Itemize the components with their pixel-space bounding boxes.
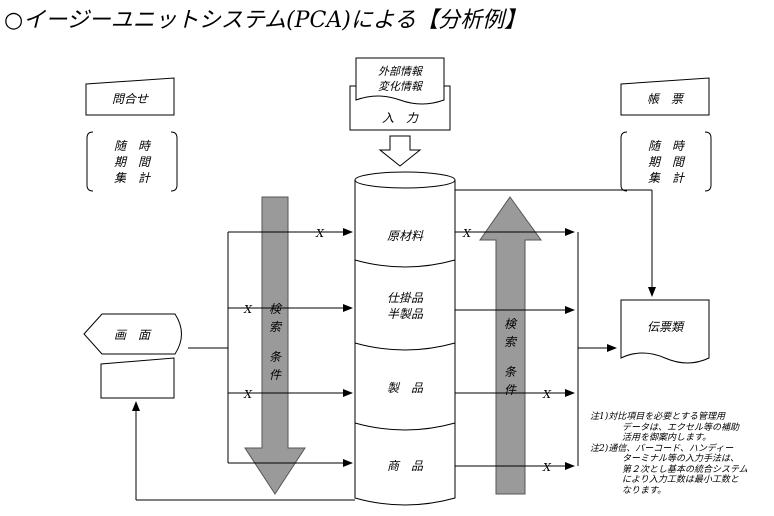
return-line <box>132 401 355 501</box>
input-label: 入 力 <box>382 111 419 125</box>
note1-line: 注1)対比項目を必要とする管理用 <box>590 412 725 422</box>
cross-mark: X <box>542 461 552 474</box>
note2-line: 注2)通信、バーコード、ハンディー <box>590 443 734 454</box>
report-label: 帳 票 <box>647 92 685 106</box>
note2-line: なります。 <box>622 485 667 496</box>
db-segment-raw-materials: 原材料 <box>387 229 424 243</box>
cross-mark: X <box>243 388 253 401</box>
search-condition-left-label: 検 索 条 件 <box>269 302 283 382</box>
db-segment-goods: 商 品 <box>387 459 424 473</box>
input-source-line1: 外部情報 <box>378 65 424 78</box>
inquiry-bracket-group: 随 時 期 間 集 計 <box>86 131 178 192</box>
report-bracket-group: 随 時 期 間 集 計 <box>620 131 712 192</box>
note2-line: ターミナル等の入力手法は、 <box>622 454 740 464</box>
report-item-anytime: 随 時 <box>648 139 686 153</box>
note1-line: データは、エクセル等の補助 <box>622 422 740 433</box>
inquiry-item-anytime: 随 時 <box>114 139 152 153</box>
input-source-line2: 変化情報 <box>378 80 424 93</box>
cross-marks: X X X X X X <box>243 227 552 474</box>
inquiry-item-total: 集 計 <box>114 171 151 185</box>
svg-text:索: 索 <box>269 320 283 334</box>
db-segment-wip: 仕掛品 <box>387 291 424 305</box>
screen-input-card <box>100 357 175 399</box>
svg-text:条: 条 <box>269 350 282 364</box>
left-flow-lines <box>188 228 353 467</box>
note2-line: 第２次とし基本の統合システム <box>622 464 748 475</box>
page-title: ○イージーユニットシステム(PCA)による【分析例】 <box>4 8 527 33</box>
svg-text:索: 索 <box>504 335 518 349</box>
output-document: 伝票類 <box>620 299 710 364</box>
svg-text:件: 件 <box>269 368 282 382</box>
input-down-arrow <box>378 135 422 167</box>
db-segment-products: 製 品 <box>387 381 424 395</box>
svg-text:条: 条 <box>504 365 517 379</box>
note2-line: により入力工数は最小工数と <box>622 475 739 485</box>
report-card: 帳 票 <box>620 77 710 116</box>
screen-label: 画 面 <box>114 328 152 342</box>
cross-mark: X <box>542 388 552 401</box>
cross-mark: X <box>243 303 253 316</box>
svg-text:検: 検 <box>269 302 283 316</box>
screen-display: 画 面 <box>83 313 182 355</box>
note1-line: 活用を御案内します。 <box>622 433 712 443</box>
cross-mark: X <box>315 227 325 240</box>
input-source-doc: 外部情報 変化情報 入 力 <box>349 57 451 131</box>
inquiry-label: 問合せ <box>112 92 149 106</box>
notes-block: 注1)対比項目を必要とする管理用 データは、エクセル等の補助 活用を御案内します… <box>590 412 748 496</box>
report-item-total: 集 計 <box>648 171 685 185</box>
search-condition-right-arrow <box>479 196 542 495</box>
report-item-period: 期 間 <box>648 155 686 169</box>
output-doc-label: 伝票類 <box>647 320 685 334</box>
database-cylinder: 原材料 仕掛品 半製品 製 品 商 品 <box>354 171 456 506</box>
right-flow-lines <box>455 189 656 470</box>
svg-text:検: 検 <box>504 317 518 331</box>
svg-text:件: 件 <box>504 383 517 397</box>
search-condition-left-arrow <box>244 196 306 495</box>
db-segment-semi-finished: 半製品 <box>387 307 424 321</box>
inquiry-item-period: 期 間 <box>114 155 152 169</box>
cross-mark: X <box>462 227 472 240</box>
inquiry-card: 問合せ <box>85 77 175 116</box>
